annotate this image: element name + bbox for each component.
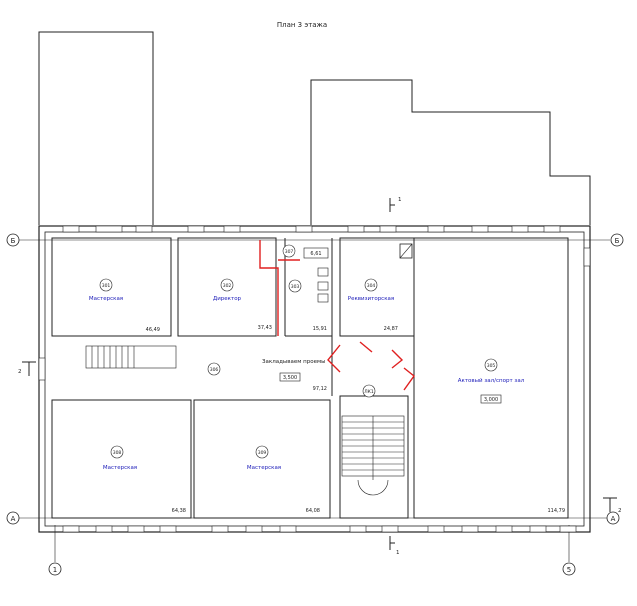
room-number: 302 bbox=[223, 283, 232, 289]
grid-label-b-left: Б bbox=[11, 237, 16, 245]
level-tag-box bbox=[279, 372, 301, 382]
room-area: 24,87 bbox=[384, 326, 398, 332]
grid-label-a-left: А bbox=[11, 515, 16, 523]
room-number-badge bbox=[110, 445, 124, 459]
windows-bottom bbox=[62, 525, 577, 533]
windows-top bbox=[62, 225, 561, 233]
room-number-badge bbox=[282, 244, 296, 258]
room-number: 301 bbox=[102, 283, 111, 289]
section-label-right: 2 bbox=[618, 508, 622, 514]
level-tag-box bbox=[480, 394, 502, 404]
grid-bubble-5 bbox=[562, 562, 576, 576]
room-area: 64,08 bbox=[306, 508, 320, 514]
level-tag: 3,500 bbox=[283, 375, 297, 381]
room-number: 308 bbox=[113, 450, 122, 456]
room-number: 303 bbox=[291, 284, 300, 290]
room-number-badge bbox=[288, 279, 302, 293]
room-name: Реквизиторская bbox=[348, 296, 394, 302]
section-mark-right bbox=[603, 497, 617, 512]
room-number-badge bbox=[364, 278, 378, 292]
grid-bubble-a-left bbox=[6, 511, 20, 525]
section-mark-top bbox=[389, 198, 395, 212]
grid-label-a-right: А bbox=[611, 515, 616, 523]
room-area: 46,49 bbox=[146, 327, 160, 333]
grid-bubble-b-right bbox=[610, 233, 624, 247]
window-right bbox=[583, 247, 591, 267]
room-area: 97,12 bbox=[313, 386, 327, 392]
room-number-badge bbox=[362, 384, 376, 398]
window-left bbox=[38, 357, 46, 381]
section-mark-bottom bbox=[389, 536, 395, 550]
room-area: 37,43 bbox=[258, 325, 272, 331]
room-number-badge bbox=[484, 358, 498, 372]
room-number-badge bbox=[207, 362, 221, 376]
room-name: Мастерская bbox=[103, 465, 137, 471]
shaft bbox=[399, 243, 413, 259]
plan-title: План 3 этажа bbox=[277, 21, 327, 29]
interior-walls bbox=[51, 237, 569, 519]
room-number-badge bbox=[255, 445, 269, 459]
section-label-left: 2 bbox=[18, 369, 22, 375]
note-text: Закладываем проемы bbox=[262, 359, 325, 365]
demolition-walls bbox=[259, 240, 415, 391]
room-name: Мастерская bbox=[247, 465, 281, 471]
room-area: 6,61 bbox=[310, 251, 321, 257]
grid-label-b-right: Б bbox=[615, 237, 620, 245]
left-tower-outline bbox=[38, 31, 154, 225]
stair-left bbox=[85, 345, 177, 369]
room-number: 307 bbox=[285, 249, 294, 255]
grid-bubble-b-left bbox=[6, 233, 20, 247]
section-label-bottom: 1 bbox=[396, 550, 400, 556]
room-number-badge bbox=[99, 278, 113, 292]
room-number: 306 bbox=[210, 367, 219, 373]
section-label-top: 1 bbox=[398, 197, 402, 203]
room-number: 309 bbox=[258, 450, 267, 456]
room-number: 304 bbox=[367, 283, 376, 289]
toilet-fixtures bbox=[303, 247, 329, 303]
room-name: Директор bbox=[213, 296, 242, 302]
stair-lk1 bbox=[341, 415, 405, 496]
grid-bubble-1 bbox=[48, 562, 62, 576]
room-area: 64,38 bbox=[172, 508, 186, 514]
room-name: Мастерская bbox=[89, 296, 123, 302]
room-area: 15,91 bbox=[313, 326, 327, 332]
right-roof-outline bbox=[310, 79, 591, 225]
level-tag: 3,000 bbox=[484, 397, 498, 403]
grid-label-5: 5 bbox=[567, 566, 571, 574]
room-area: 114,79 bbox=[548, 508, 566, 514]
shaft-cross bbox=[399, 243, 413, 259]
grid-label-1: 1 bbox=[53, 566, 57, 574]
room-name: Актовый зал/спорт зал bbox=[458, 377, 525, 384]
room-number-badge bbox=[220, 278, 234, 292]
section-mark-left bbox=[22, 361, 36, 376]
grid-bubble-a-right bbox=[606, 511, 620, 525]
room-number: 305 bbox=[487, 363, 496, 369]
room-number: ЛК1 bbox=[364, 389, 374, 395]
